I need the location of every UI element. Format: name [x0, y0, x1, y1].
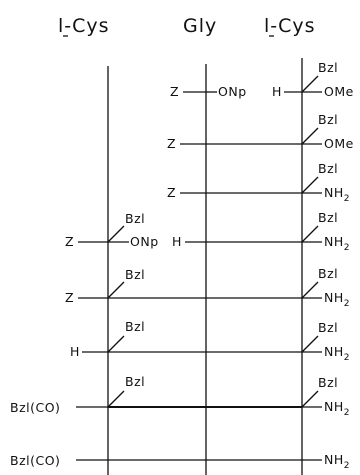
cys-side-chain-protection: Bzl [318, 266, 338, 281]
cys-n-acyl-group: Bzl(CO) [10, 453, 60, 468]
cys-c-terminus: NH2 [324, 234, 350, 253]
step-row-6: H Bzl Bzl NH2 [70, 319, 350, 363]
gly-n-terminus: H [172, 234, 182, 249]
step-row-7: Bzl(CO) Bzl Bzl NH2 [10, 374, 350, 418]
cys-n-terminus: H [70, 344, 80, 359]
cys-side-chain-protection: Bzl [318, 60, 338, 75]
cys-c-terminus: OMe [324, 84, 354, 99]
header-gly: Gly [183, 15, 217, 37]
cys-side-chain-protection: Bzl [318, 375, 338, 390]
cys-n-terminus: H [272, 84, 282, 99]
gly-protecting-group: Z [170, 84, 179, 99]
cys-c-terminus: NH2 [324, 399, 350, 418]
cys-c-terminus: OMe [324, 136, 354, 151]
step-row-5: Z Bzl Bzl NH2 [65, 266, 350, 309]
gly-active-ester: ONp [218, 84, 247, 99]
cys-active-ester: ONp [130, 234, 159, 249]
cys-side-chain-protection: Bzl [318, 210, 338, 225]
cys-side-chain-protection: Bzl [318, 320, 338, 335]
cys-c-terminus: NH2 [324, 344, 350, 363]
step-row-3: Z Bzl NH2 [167, 161, 350, 204]
cys-protecting-group: Z [65, 234, 74, 249]
cys-side-chain-protection: Bzl [125, 374, 145, 389]
step-row-4: Z Bzl ONp H Bzl NH2 [65, 210, 350, 253]
step-row-1: Z ONp H Bzl OMe [170, 60, 354, 99]
cys-side-chain-protection: Bzl [318, 112, 338, 127]
cys-c-terminus: NH2 [324, 185, 350, 204]
cys-n-acyl-group: Bzl(CO) [10, 400, 60, 415]
cys-protecting-group: Z [65, 290, 74, 305]
cys-side-chain-protection: Bzl [125, 211, 145, 226]
cys-side-chain-protection: Bzl [125, 319, 145, 334]
gly-protecting-group: Z [167, 185, 176, 200]
cys-c-terminus: NH2 [324, 290, 350, 309]
gly-protecting-group: Z [167, 136, 176, 151]
step-row-8: Bzl(CO) NH2 [10, 452, 350, 471]
cys-side-chain-protection: Bzl [125, 267, 145, 282]
step-row-2: Z Bzl OMe [167, 112, 354, 151]
header-left-cys: l-Cys [58, 15, 110, 37]
cys-side-chain-protection: Bzl [318, 161, 338, 176]
header-right-cys: l-Cys [264, 15, 316, 37]
cys-c-terminus: NH2 [324, 452, 350, 471]
